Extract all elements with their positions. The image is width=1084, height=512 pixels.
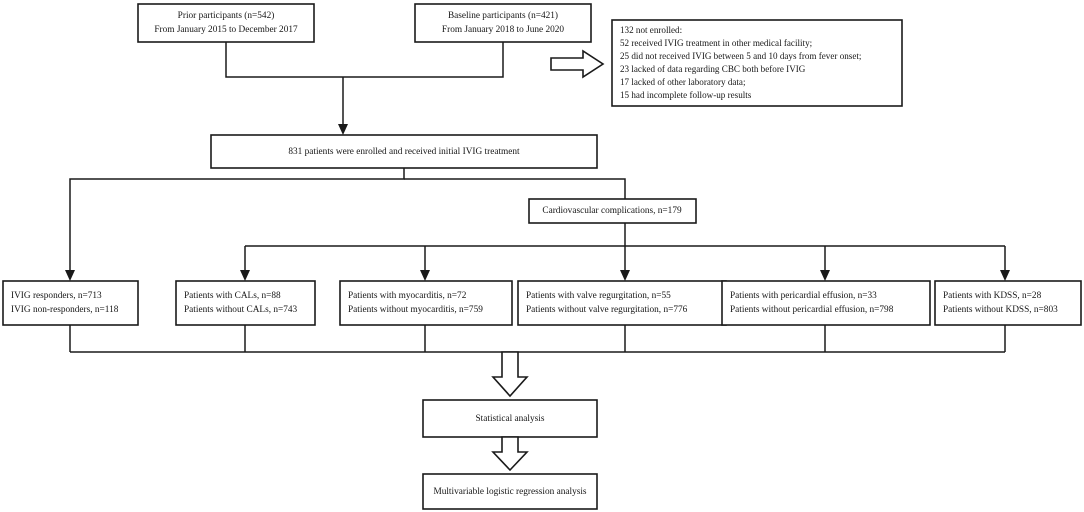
prior-participants-box	[137, 3, 315, 43]
outcome-valve-line1: Patients with valve regurgitation, n=55	[526, 291, 671, 301]
outcome-ivig-response-line1: IVIG responders, n=713	[11, 291, 102, 301]
outcome-myocarditis-line1: Patients with myocarditis, n=72	[348, 291, 467, 301]
outcome-box-valve-regurgitation	[517, 280, 727, 326]
connector-top-merge	[225, 42, 504, 78]
outcome-kdss-line2: Patients without KDSS, n=803	[943, 305, 1058, 315]
node-outcome-pericardial-effusion: Patients with pericardial effusion, n=33…	[721, 280, 931, 326]
outcome-cals-line1: Patients with CALs, n=88	[184, 291, 281, 301]
regression-analysis-line1: Multivariable logistic regression analys…	[433, 487, 586, 497]
arrowhead-to-myocarditis-box	[420, 270, 430, 281]
arrowhead-to-ivig-box	[65, 270, 75, 281]
baseline-participants-line1: Baseline participants (n=421)	[448, 10, 558, 21]
node-baseline-participants: Baseline participants (n=421) From Janua…	[414, 3, 592, 43]
node-outcome-myocarditis: Patients with myocarditis, n=72 Patients…	[339, 280, 513, 326]
enrolled-box	[210, 134, 598, 169]
statistical-analysis-box	[422, 399, 598, 438]
exclusion-line-1: 52 received IVIG treatment in other medi…	[620, 38, 812, 48]
prior-participants-line1: Prior participants (n=542)	[178, 10, 275, 21]
exclusion-line-4: 17 lacked of other laboratory data;	[620, 77, 746, 87]
node-prior-participants: Prior participants (n=542) From January …	[137, 3, 315, 43]
block-arrow-to-exclusions	[550, 49, 605, 79]
baseline-participants-line2: From January 2018 to June 2020	[442, 25, 564, 35]
cardiovascular-line1: Cardiovascular complications, n=179	[542, 206, 682, 216]
arrowhead-to-pericardial-box	[820, 270, 830, 281]
statistical-analysis-line1: Statistical analysis	[476, 414, 545, 424]
node-outcome-cals: Patients with CALs, n=88 Patients withou…	[175, 280, 316, 326]
outcome-box-pericardial-effusion	[721, 280, 931, 326]
node-exclusions: 132 not enrolled: 52 received IVIG treat…	[611, 19, 903, 107]
exclusions-box	[611, 19, 903, 107]
node-outcome-valve-regurgitation: Patients with valve regurgitation, n=55 …	[517, 280, 727, 326]
exclusion-line-3: 23 lacked of data regarding CBC both bef…	[620, 64, 806, 74]
outcome-box-kdss	[934, 280, 1082, 326]
arrowhead-to-enrolled	[338, 124, 348, 135]
outcome-ivig-response-line2: IVIG non-responders, n=118	[11, 305, 119, 315]
node-statistical-analysis: Statistical analysis	[422, 399, 598, 438]
outcome-pericardial-line1: Patients with pericardial effusion, n=33	[730, 290, 877, 301]
arrowhead-to-kdss-box	[1000, 270, 1010, 281]
baseline-participants-box	[414, 3, 592, 43]
connector-enrolled-to-cardio	[404, 178, 626, 199]
cardiovascular-box	[528, 198, 697, 224]
node-regression-analysis: Multivariable logistic regression analys…	[422, 473, 598, 510]
node-outcome-ivig-response: IVIG responders, n=713 IVIG non-responde…	[2, 280, 139, 326]
node-outcome-kdss: Patients with KDSS, n=28 Patients withou…	[934, 280, 1082, 326]
exclusion-line-5: 15 had incomplete follow-up results	[620, 90, 752, 100]
exclusion-line-2: 25 did not received IVIG between 5 and 1…	[620, 51, 861, 61]
exclusion-line-0: 132 not enrolled:	[620, 25, 682, 35]
arrowhead-to-cals-box	[240, 270, 250, 281]
regression-analysis-box	[422, 473, 598, 510]
arrowhead-to-valve-box	[620, 270, 630, 281]
prior-participants-line2: From January 2015 to December 2017	[154, 25, 298, 35]
enrolled-line1: 831 patients were enrolled and received …	[288, 147, 520, 157]
outcome-box-myocarditis	[339, 280, 513, 326]
outcome-cals-line2: Patients without CALs, n=743	[184, 305, 298, 315]
outcome-box-cals	[175, 280, 316, 326]
node-cardiovascular: Cardiovascular complications, n=179	[528, 198, 697, 224]
outcome-pericardial-line2: Patients without pericardial effusion, n…	[730, 304, 894, 315]
outcome-kdss-line1: Patients with KDSS, n=28	[943, 291, 1042, 301]
outcome-box-ivig-response	[2, 280, 139, 326]
outcome-valve-line2: Patients without valve regurgitation, n=…	[526, 305, 688, 315]
node-enrolled: 831 patients were enrolled and received …	[210, 134, 598, 169]
block-arrow-to-regression-analysis	[491, 436, 529, 472]
connector-enrolled-to-ivig	[69, 168, 405, 274]
block-arrow-to-statistical-analysis	[491, 351, 529, 398]
outcome-myocarditis-line2: Patients without myocarditis, n=759	[348, 305, 483, 315]
